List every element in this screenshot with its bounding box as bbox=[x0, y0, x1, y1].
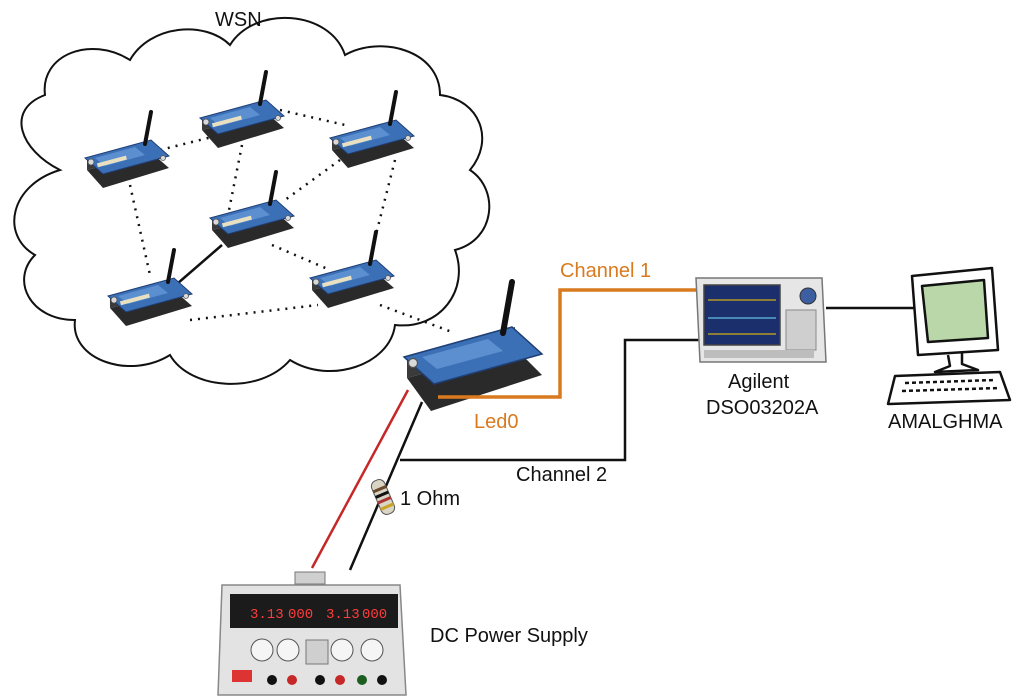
channel1-label: Channel 1 bbox=[560, 260, 651, 282]
psu-display-left: 3.13 bbox=[250, 607, 284, 623]
link-6-sink bbox=[379, 303, 453, 334]
power-positive-wire bbox=[310, 389, 410, 569]
resistor-icon bbox=[370, 479, 396, 515]
computer-icon bbox=[886, 266, 1012, 406]
psu-label: DC Power Supply bbox=[430, 625, 588, 647]
link-1-2 bbox=[159, 135, 213, 152]
wsn-cloud bbox=[13, 16, 491, 385]
scope-label-line2: DSO03202A bbox=[706, 397, 819, 419]
link-2-3 bbox=[279, 108, 346, 127]
channel1-wire bbox=[438, 288, 700, 399]
wsn-links bbox=[128, 108, 453, 334]
psu-display-mid-right: 3.13 bbox=[326, 607, 360, 623]
led0-label: Led0 bbox=[474, 411, 519, 433]
psu-display-right: 000 bbox=[362, 607, 387, 623]
oscilloscope-icon bbox=[695, 277, 827, 363]
link-3-4 bbox=[284, 158, 341, 202]
wsn-label: WSN bbox=[215, 9, 262, 31]
channel2-label: Channel 2 bbox=[516, 464, 607, 486]
resistor-label: 1 Ohm bbox=[400, 488, 460, 510]
link-5-6 bbox=[189, 303, 319, 322]
pc-label: AMALGHMA bbox=[888, 411, 1003, 433]
channel2-wire bbox=[400, 338, 700, 462]
scope-label-line1: Agilent bbox=[728, 371, 790, 393]
psu-display-mid-left: 000 bbox=[288, 607, 313, 623]
power-supply-icon: 3.13 000 3.13 000 bbox=[217, 571, 407, 696]
